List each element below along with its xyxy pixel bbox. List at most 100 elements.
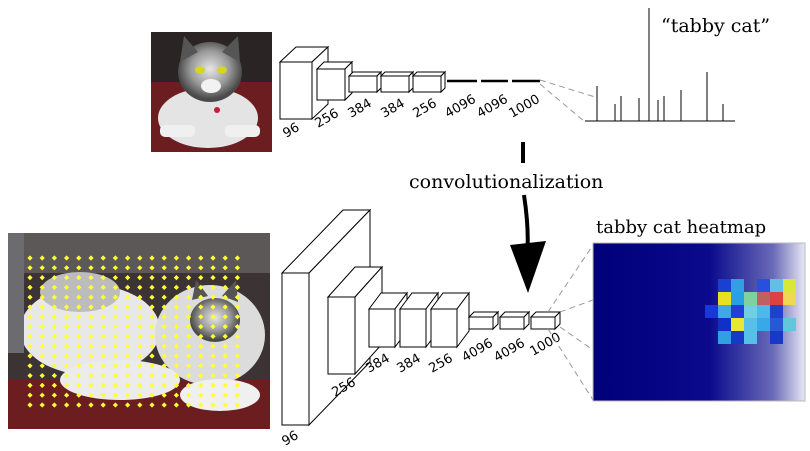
window-dot <box>76 373 82 379</box>
top-dash-upper <box>539 79 596 98</box>
window-dot <box>234 314 240 320</box>
window-dot <box>149 343 155 349</box>
bottom-dash-3 <box>559 326 594 351</box>
heatmap-cell <box>731 305 744 318</box>
window-dot <box>137 255 143 261</box>
heatmap-cell <box>783 279 796 292</box>
window-dot <box>186 353 192 359</box>
window-dot <box>137 373 143 379</box>
heatmap-cell <box>770 279 783 292</box>
window-dot <box>112 363 118 369</box>
window-dot <box>100 304 106 310</box>
window-dot <box>234 255 240 261</box>
window-dot <box>125 255 131 261</box>
heatmap-cell <box>718 279 731 292</box>
window-dot <box>112 343 118 349</box>
window-dot <box>234 382 240 388</box>
heatmap-cell <box>718 331 731 344</box>
window-dot <box>51 304 57 310</box>
window-dot <box>27 294 33 300</box>
window-dot <box>39 324 45 330</box>
window-dot <box>100 333 106 339</box>
window-dot <box>222 324 228 330</box>
window-dot <box>161 382 167 388</box>
window-dot <box>149 392 155 398</box>
window-dot <box>64 304 70 310</box>
window-dot <box>234 265 240 271</box>
window-dot <box>76 402 82 408</box>
window-dot <box>222 275 228 281</box>
window-dot <box>173 265 179 271</box>
window-dot <box>51 294 57 300</box>
heatmap-cell <box>744 318 757 331</box>
window-dot <box>161 284 167 290</box>
window-dot <box>125 333 131 339</box>
window-dot <box>88 275 94 281</box>
window-dot <box>76 294 82 300</box>
window-dot <box>27 255 33 261</box>
window-dot <box>39 353 45 359</box>
window-dot <box>186 265 192 271</box>
bottom-label-96: 96 <box>280 428 302 449</box>
window-dot <box>125 265 131 271</box>
window-dot <box>210 294 216 300</box>
bottom-layer-fc6 <box>467 310 500 331</box>
window-dot <box>173 284 179 290</box>
window-dot <box>137 265 143 271</box>
window-dot <box>173 402 179 408</box>
window-dot <box>88 363 94 369</box>
window-dot <box>210 382 216 388</box>
convolutionalization-arrow <box>510 142 546 293</box>
window-dot <box>125 314 131 320</box>
bottom-layer-5 <box>430 291 470 349</box>
window-dot <box>76 304 82 310</box>
window-dot <box>39 314 45 320</box>
top-layer-3 <box>347 70 383 94</box>
heatmap-cell <box>744 305 757 318</box>
window-dot <box>234 324 240 330</box>
heatmap-cells <box>705 279 796 344</box>
window-dot <box>51 314 57 320</box>
window-dot <box>76 275 82 281</box>
window-dot <box>112 304 118 310</box>
window-dot <box>88 324 94 330</box>
window-dot <box>51 275 57 281</box>
window-dot <box>149 284 155 290</box>
window-dot <box>234 284 240 290</box>
window-dot <box>137 275 143 281</box>
window-dot <box>210 275 216 281</box>
window-dot <box>39 373 45 379</box>
window-dot <box>100 275 106 281</box>
window-dot <box>112 382 118 388</box>
window-dot <box>222 373 228 379</box>
window-dot <box>210 392 216 398</box>
bottom-label-4096a: 4096 <box>460 336 496 366</box>
window-dot <box>51 392 57 398</box>
window-dot <box>64 275 70 281</box>
window-dot <box>234 402 240 408</box>
window-dot <box>198 275 204 281</box>
top-layer-5 <box>411 70 447 94</box>
window-dot <box>76 363 82 369</box>
window-dot <box>173 343 179 349</box>
window-dot <box>173 333 179 339</box>
window-dot <box>198 304 204 310</box>
window-dot <box>27 333 33 339</box>
heatmap-cell <box>718 318 731 331</box>
window-dot <box>137 333 143 339</box>
window-dot <box>88 373 94 379</box>
window-dot <box>100 373 106 379</box>
window-dot <box>64 324 70 330</box>
window-dot <box>112 255 118 261</box>
window-dot <box>100 353 106 359</box>
window-dot <box>173 294 179 300</box>
window-dot <box>112 284 118 290</box>
window-dot <box>137 294 143 300</box>
bottom-network: 96 256 384 384 256 4096 4096 1000 <box>280 208 564 449</box>
window-dot <box>149 314 155 320</box>
top-layer-4 <box>379 70 415 94</box>
window-dot <box>27 353 33 359</box>
top-label-4096b: 4096 <box>475 92 511 122</box>
window-dot <box>39 304 45 310</box>
window-dot <box>149 275 155 281</box>
